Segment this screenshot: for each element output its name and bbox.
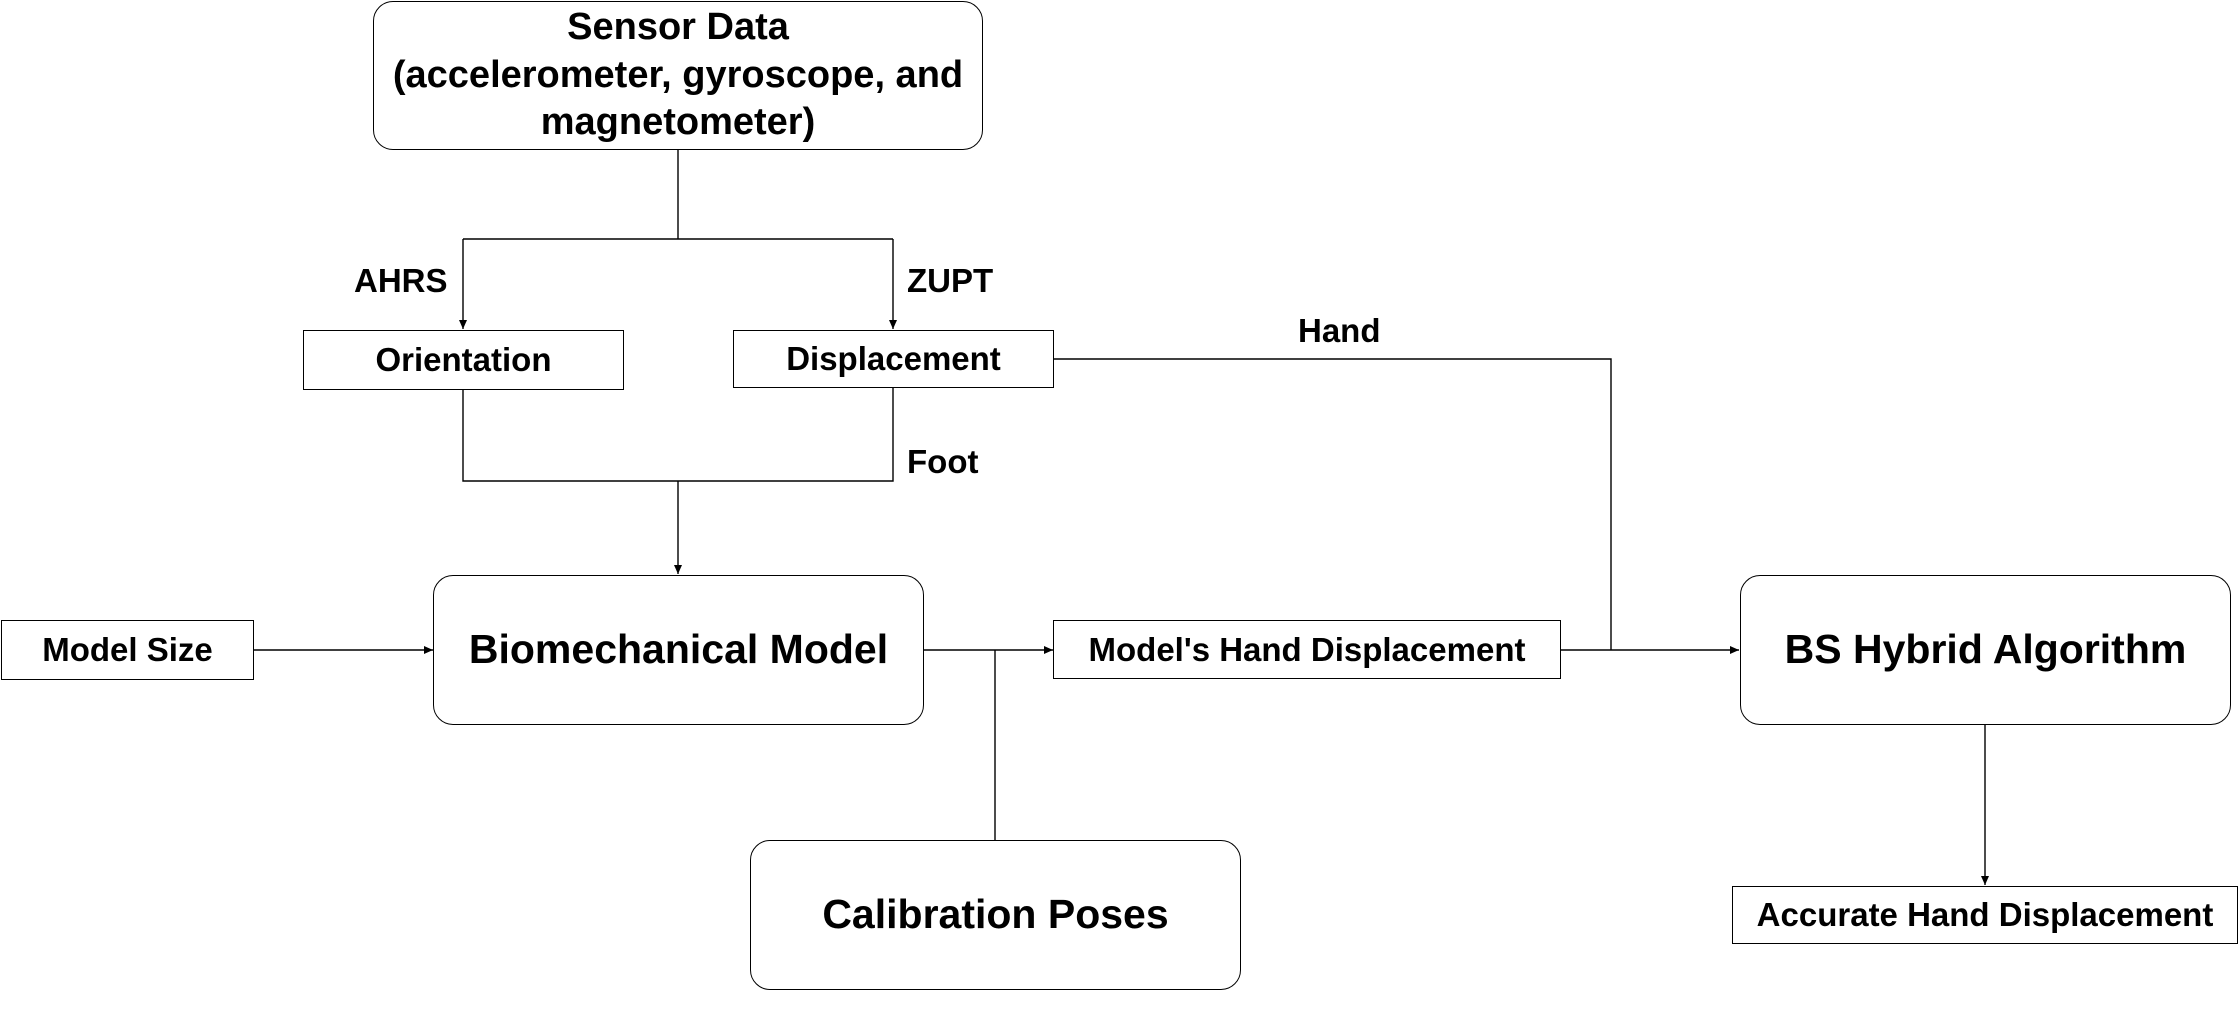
model-size-label: Model Size	[42, 631, 213, 669]
node-model-size: Model Size	[1, 620, 254, 680]
models-hand-displacement-label: Model's Hand Displacement	[1088, 630, 1526, 668]
node-sensor-data: Sensor Data (accelerometer, gyroscope, a…	[373, 1, 983, 150]
sensor-data-line2: (accelerometer, gyroscope, and	[392, 53, 964, 96]
edge-hand	[1053, 358, 1612, 650]
displacement-label: Displacement	[786, 340, 1001, 378]
calibration-poses-label: Calibration Poses	[822, 891, 1169, 938]
node-biomechanical-model: Biomechanical Model	[433, 575, 924, 725]
edge-label-hand: Hand	[1298, 312, 1381, 349]
biomechanical-model-label: Biomechanical Model	[468, 626, 889, 673]
edge-label-ahrs: AHRS	[354, 262, 448, 299]
orientation-label: Orientation	[375, 341, 552, 379]
node-displacement: Displacement	[733, 330, 1054, 388]
node-accurate-hand-displacement: Accurate Hand Displacement	[1732, 886, 2238, 944]
node-orientation: Orientation	[303, 330, 624, 390]
node-calibration-poses: Calibration Poses	[750, 840, 1241, 990]
sensor-data-line3: magnetometer)	[540, 101, 816, 144]
node-bs-hybrid-algorithm: BS Hybrid Algorithm	[1740, 575, 2231, 725]
accurate-hand-displacement-label: Accurate Hand Displacement	[1756, 896, 2214, 934]
edge-merge	[462, 388, 894, 482]
bs-hybrid-algorithm-label: BS Hybrid Algorithm	[1784, 626, 2187, 673]
edge-label-foot: Foot	[907, 443, 979, 480]
sensor-data-line1: Sensor Data	[567, 6, 789, 49]
edge-label-zupt: ZUPT	[907, 262, 994, 299]
node-models-hand-displacement: Model's Hand Displacement	[1053, 620, 1561, 679]
